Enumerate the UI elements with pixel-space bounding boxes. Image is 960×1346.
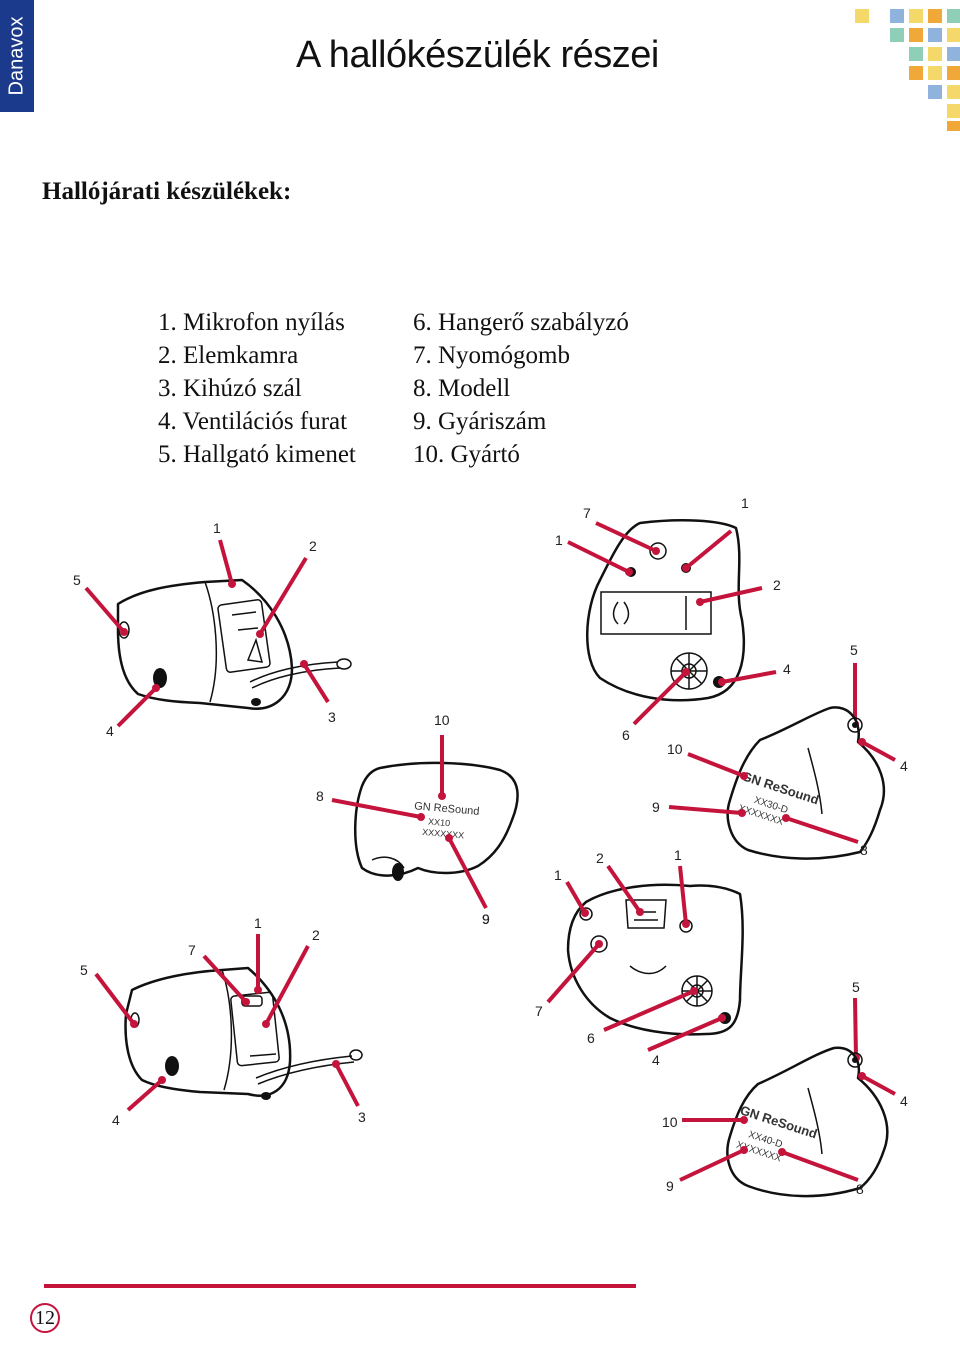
page-number: 12	[30, 1303, 60, 1333]
callout-label: 9	[482, 911, 490, 927]
callout-label: 1	[555, 532, 563, 548]
decorative-square-grid	[855, 9, 960, 131]
callout-label: 8	[316, 788, 324, 804]
callout-label: 10	[434, 712, 450, 728]
legend-item-serial-number: 9. Gyáriszám	[413, 408, 547, 435]
callout-label: 9	[482, 911, 490, 927]
legend-item-model: 8. Modell	[413, 375, 511, 402]
callout-label: 4	[652, 1052, 660, 1068]
callout-label: 6	[622, 727, 630, 743]
callout-label: 2	[312, 927, 320, 943]
callout-label: 10	[662, 1114, 678, 1130]
callout-label: 5	[852, 979, 860, 995]
legend-column-2: 6. Hangerő szabályzó 7. Nyomógomb 8. Mod…	[413, 306, 629, 471]
callout-label: 10	[667, 741, 683, 757]
callout-label: 3	[358, 1109, 366, 1125]
imprint-model: XX10	[428, 816, 451, 828]
brand-tab: Danavox	[0, 0, 34, 112]
callout-label: 1	[741, 495, 749, 511]
callout-label: 2	[596, 850, 604, 866]
legend-item-manufacturer: 10. Gyártó	[413, 441, 520, 468]
callout-label: 1	[213, 520, 221, 536]
legend-item-removal-string: 3. Kihúzó szál	[158, 375, 302, 402]
legend-item-vent: 4. Ventilációs furat	[158, 408, 348, 435]
diagram-4-shell-imprint: GN ReSound XX30-D XXXXXXX 10 4 9 8	[652, 706, 908, 860]
callout-label: 7	[583, 505, 591, 521]
callout-label: 5	[80, 962, 88, 978]
page-title: A hallókészülék részei	[296, 34, 659, 76]
decorative-squares	[855, 9, 960, 131]
callout-label: 5	[73, 572, 81, 588]
imprint-manufacturer: GN ReSound	[414, 800, 480, 818]
callout-label: 2	[773, 577, 781, 593]
diagram-1-side-view: 1 2 5 4 3	[73, 520, 352, 739]
diagram-5-side-view: 1 2 7 5 4 3	[80, 915, 366, 1128]
legend-item-volume-control: 6. Hangerő szabályzó	[413, 309, 629, 336]
legend-item-battery-compartment: 2. Elemkamra	[158, 342, 299, 369]
callout-label: 1	[554, 867, 562, 883]
imprint-serial: XXXXXXX	[422, 827, 465, 841]
callout-label: 3	[328, 709, 336, 725]
diagram-6-faceplate: 2 1 1 9 5 7 6 4	[482, 847, 860, 1068]
callout-label: 4	[900, 1093, 908, 1109]
callout-label: 1	[674, 847, 682, 863]
callout-label: 5	[850, 642, 858, 658]
diagram-3-shell-imprint: GN ReSound XX10 XXXXXXX 10 8 9	[316, 712, 519, 927]
callout-label: 8	[860, 842, 868, 858]
callout-label: 4	[900, 758, 908, 774]
footer-rule	[44, 1284, 636, 1288]
callout-label: 9	[652, 799, 660, 815]
callout-label: 6	[587, 1030, 595, 1046]
callout-label: 4	[112, 1112, 120, 1128]
legend-column-1: 1. Mikrofon nyílás 2. Elemkamra 3. Kihúz…	[158, 306, 356, 471]
callout-label: 1	[254, 915, 262, 931]
section-heading: Hallójárati készülékek:	[42, 178, 292, 205]
callout-label: 7	[535, 1003, 543, 1019]
callout-label: 4	[106, 723, 114, 739]
callout-label: 4	[783, 661, 791, 677]
callout-label: 7	[188, 942, 196, 958]
legend-item-microphone: 1. Mikrofon nyílás	[158, 309, 345, 336]
callout-label: 2	[309, 538, 317, 554]
callout-label: 9	[666, 1178, 674, 1194]
legend-item-push-button: 7. Nyomógomb	[413, 342, 570, 369]
callout-label: 8	[856, 1181, 864, 1197]
diagram-2-faceplate: 7 1 1 2 5 4 6	[555, 495, 859, 743]
diagram-7-shell-imprint: GN ReSound XX40-D XXXXXXX 4 10 9 8	[662, 1046, 908, 1198]
legend-item-receiver-output: 5. Hallgató kimenet	[158, 441, 356, 468]
